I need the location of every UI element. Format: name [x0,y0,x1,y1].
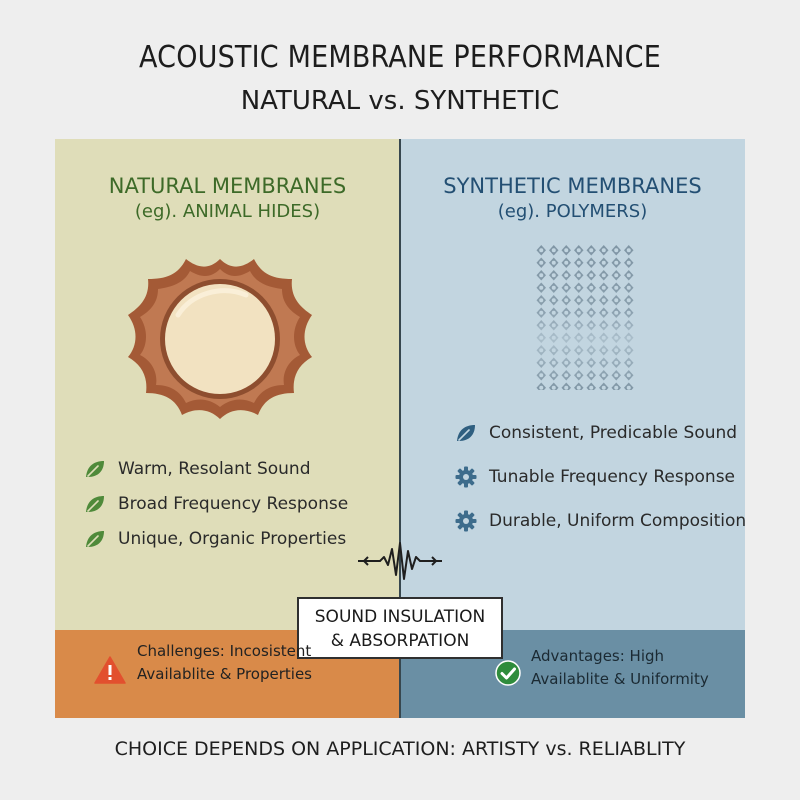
synthetic-feature-label: Tunable Frequency Response [489,467,736,487]
polymer-pattern-icon [535,244,635,390]
synthetic-feature-label: Consistent, Predicable Sound [489,423,738,443]
natural-heading-sub: (eg). ANIMAL HIDES) [134,201,321,222]
natural-feature-1: Warm, Resolant Sound [82,456,310,482]
challenges-line1: Challenges: Incosistent [137,642,312,660]
synthetic-feature-3: Durable, Uniform Composition [453,508,746,534]
sound-wave-icon [358,542,442,580]
footer-caption: CHOICE DEPENDS ON APPLICATION: ARTISTY v… [114,738,686,760]
leaf-icon [453,420,479,446]
challenges-line2: Availablite & Properties [137,665,312,683]
natural-feature-label: Unique, Organic Properties [118,529,347,549]
gear-icon [453,508,479,534]
animal-hide-drum-icon [128,259,312,419]
leaf-icon [82,491,108,517]
synthetic-heading-title: SYNTHETIC MEMBRANES [443,174,702,198]
natural-feature-2: Broad Frequency Response [82,491,348,517]
page-title: ACOUSTIC MEMBRANE PERFORMANCE [139,40,661,75]
center-divider [399,139,401,718]
natural-heading: NATURAL MEMBRANES (eg). ANIMAL HIDES) [55,176,400,221]
natural-heading-title: NATURAL MEMBRANES [108,174,347,198]
page-subtitle: NATURAL vs. SYNTHETIC [240,86,560,116]
check-icon [495,660,521,686]
center-box-line2: & ABSORPATION [330,631,470,651]
warning-icon [94,656,126,684]
natural-feature-label: Broad Frequency Response [118,494,349,514]
synthetic-advantages-note: Advantages: High Availablite & Uniformit… [531,645,709,691]
synthetic-heading: SYNTHETIC MEMBRANES (eg). POLYMERS) [400,176,745,221]
gear-icon [453,464,479,490]
natural-feature-3: Unique, Organic Properties [82,526,346,552]
center-box-line1: SOUND INSULATION [314,607,486,627]
advantages-line2: Availablite & Uniformity [531,670,709,688]
synthetic-feature-2: Tunable Frequency Response [453,464,735,490]
leaf-icon [82,526,108,552]
natural-feature-label: Warm, Resolant Sound [118,459,311,479]
synthetic-heading-sub: (eg). POLYMERS) [497,201,648,222]
synthetic-feature-1: Consistent, Predicable Sound [453,420,737,446]
synthetic-feature-label: Durable, Uniform Composition [489,511,747,531]
leaf-icon [82,456,108,482]
advantages-line1: Advantages: High [531,647,665,665]
sound-insulation-box: SOUND INSULATION & ABSORPATION [297,597,503,659]
natural-challenges-note: Challenges: Incosistent Availablite & Pr… [137,640,312,686]
